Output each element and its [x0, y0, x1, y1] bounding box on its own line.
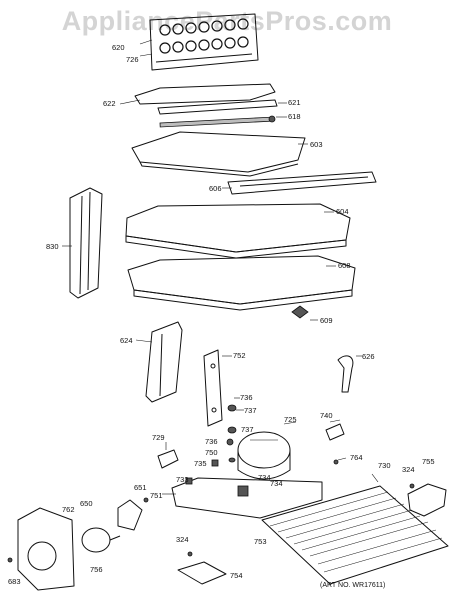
label-618: 618 — [288, 112, 301, 121]
drain-pan-bottom[interactable] — [177, 551, 227, 585]
label-620: 620 — [112, 43, 125, 52]
condenser[interactable] — [261, 485, 449, 585]
label-626: 626 — [362, 352, 375, 361]
label-755: 755 — [422, 457, 435, 466]
screw[interactable] — [333, 459, 339, 465]
label-751: 751 — [150, 491, 163, 500]
terminal-block[interactable] — [157, 449, 179, 469]
label-754: 754 — [230, 571, 243, 580]
fan-motor[interactable] — [81, 527, 121, 553]
freezer-shelf-lower[interactable] — [127, 255, 356, 311]
side-rail[interactable] — [69, 187, 103, 299]
compressor[interactable] — [237, 431, 291, 480]
label-735: 735 — [194, 459, 207, 468]
label-624: 624 — [120, 336, 133, 345]
label-737a: 737 — [244, 406, 257, 415]
shelf-clip[interactable] — [291, 305, 309, 319]
label-734b: 734 — [270, 479, 283, 488]
label-753: 753 — [254, 537, 267, 546]
label-725: 725 — [284, 415, 297, 424]
freezer-shelf-upper[interactable] — [125, 203, 351, 259]
label-604: 604 — [336, 207, 349, 216]
label-608: 608 — [338, 261, 351, 270]
overload-relay[interactable] — [325, 423, 345, 441]
label-736a: 736 — [240, 393, 253, 402]
fan-blade[interactable] — [117, 497, 149, 531]
label-650: 650 — [80, 499, 93, 508]
evaporator-cover[interactable] — [134, 83, 276, 105]
evaporator-coil[interactable] — [149, 13, 259, 71]
shelf-trim[interactable] — [227, 171, 377, 195]
fan-shroud[interactable] — [17, 507, 75, 591]
art-number: (ART NO. WR17611) — [320, 582, 386, 589]
label-324a: 324 — [402, 465, 415, 474]
evaporator-shelf[interactable] — [131, 131, 306, 177]
label-762: 762 — [62, 505, 75, 514]
air-duct[interactable] — [145, 321, 183, 403]
label-736b: 736 — [205, 437, 218, 446]
label-324b: 324 — [176, 535, 189, 544]
label-737b: 737 — [241, 425, 254, 434]
mount-screw[interactable] — [7, 557, 13, 563]
label-606: 606 — [209, 184, 222, 193]
label-683: 683 — [8, 577, 21, 586]
label-734a: 734 — [258, 473, 271, 482]
label-756: 756 — [90, 565, 103, 574]
label-730: 730 — [378, 461, 391, 470]
label-622: 622 — [103, 99, 116, 108]
drain-tube[interactable] — [337, 355, 354, 393]
drain-pan-right[interactable] — [407, 483, 447, 517]
label-750: 750 — [205, 448, 218, 457]
label-733: 733 — [176, 475, 189, 484]
label-603: 603 — [310, 140, 323, 149]
grommet-lower[interactable] — [226, 426, 237, 463]
grommet-upper[interactable] — [227, 404, 237, 412]
label-830: 830 — [46, 242, 59, 251]
label-752: 752 — [233, 351, 246, 360]
label-609: 609 — [320, 316, 333, 325]
compressor-bracket[interactable] — [203, 349, 223, 427]
label-740: 740 — [320, 411, 333, 420]
defrost-heater[interactable] — [157, 99, 278, 128]
compressor-base[interactable] — [171, 477, 323, 519]
label-764: 764 — [350, 453, 363, 462]
label-729: 729 — [152, 433, 165, 442]
mount-bolt[interactable] — [211, 459, 219, 467]
label-651: 651 — [134, 483, 147, 492]
label-621: 621 — [288, 98, 301, 107]
label-726: 726 — [126, 55, 139, 64]
